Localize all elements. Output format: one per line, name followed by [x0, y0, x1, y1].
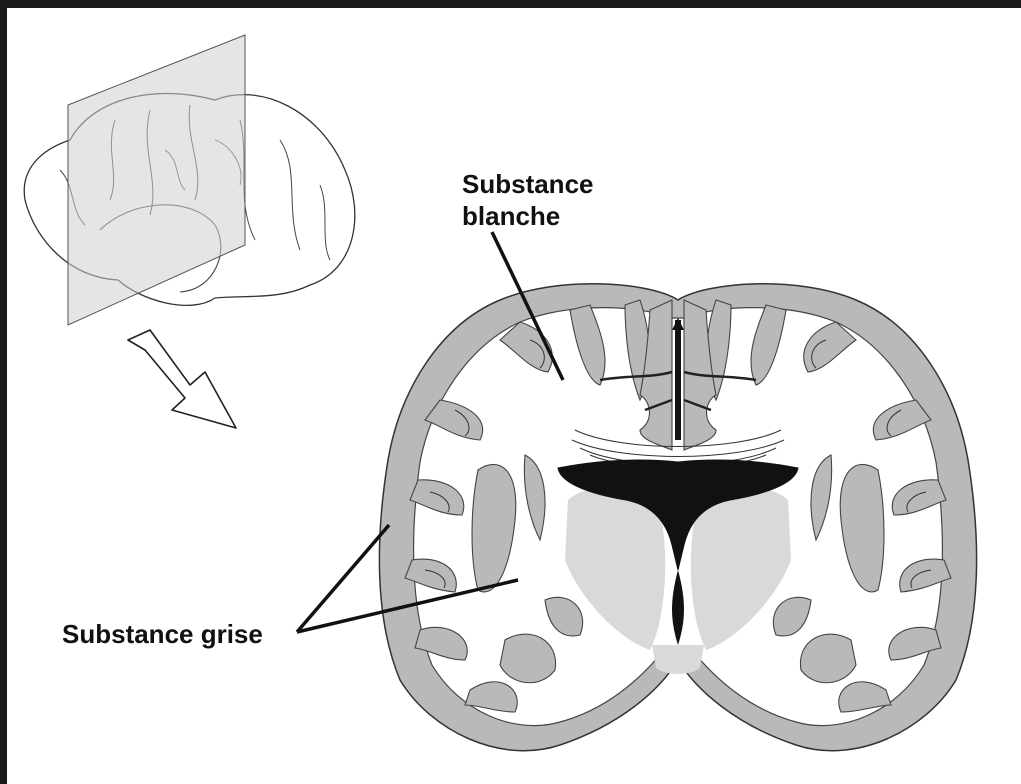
- arrow-icon: [128, 330, 236, 428]
- pointer-grey-matter-1: [297, 525, 389, 632]
- label-grey-matter: Substance grise: [62, 619, 263, 649]
- label-white-matter-line1: Substance: [462, 169, 594, 199]
- label-white-matter-line2: blanche: [462, 201, 560, 231]
- coronal-section: [297, 232, 977, 751]
